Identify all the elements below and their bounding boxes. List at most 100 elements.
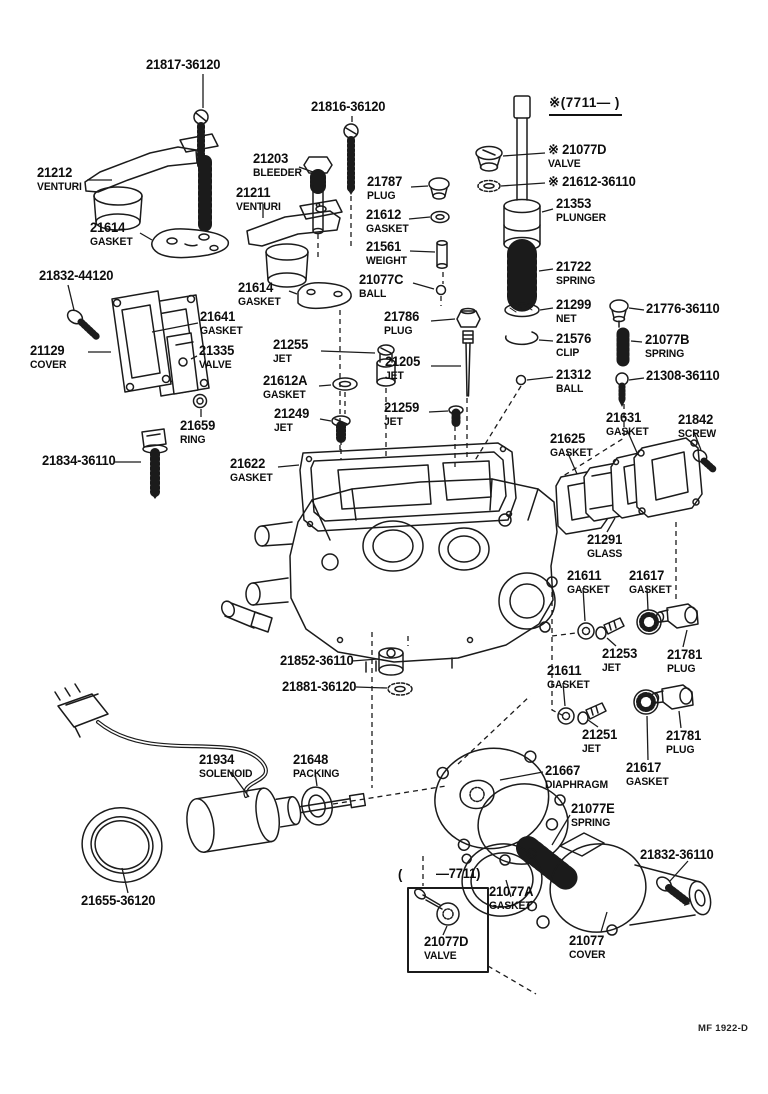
part-number: 21816-36120 [311, 99, 386, 114]
part-number: —7711) [436, 866, 481, 881]
part-description: COVER [569, 949, 606, 961]
part-description: VALVE [548, 158, 581, 170]
part-description: RING [180, 434, 206, 446]
part-number: 21625 [550, 431, 586, 446]
part-description: PLUG [384, 325, 413, 337]
part-number: 21335 [199, 343, 235, 358]
part-number: 21776-36110 [646, 301, 720, 316]
part-number: 21617 [629, 568, 665, 583]
part-label-2161236110: ※ 21612-36110 [548, 175, 636, 189]
part-number: 21852-36110 [280, 653, 354, 668]
part-number: 21077A [489, 884, 534, 899]
part-description: PLUG [367, 190, 396, 202]
part-label-7711: —7711) [436, 867, 480, 881]
part-description: GASKET [626, 776, 669, 788]
part-label-2130836110: 21308-36110 [646, 369, 720, 383]
part-description: GASKET [200, 325, 243, 337]
part-label-2185236110: 21852-36110 [280, 654, 354, 668]
part-number: 21612 [366, 207, 402, 222]
part-number: 21205 [385, 354, 421, 369]
part-number: 21612A [263, 373, 308, 388]
part-number: 21077E [571, 801, 615, 816]
part-description: COVER [30, 359, 67, 371]
part-description: VENTURI [37, 181, 82, 193]
part-number: 21934 [199, 752, 235, 767]
part-number: 21212 [37, 165, 73, 180]
part-description: SPRING [556, 275, 596, 287]
part-description: GASKET [238, 296, 281, 308]
part-description: GASKET [489, 900, 532, 912]
part-number: 21255 [273, 337, 309, 352]
part-number: 21655-36120 [81, 893, 156, 908]
part-number: ※ 21612-36110 [548, 174, 636, 189]
part-number: 21308-36110 [646, 368, 720, 383]
part-label-2183436110: 21834-36110 [42, 454, 116, 468]
part-label-2181736120: 21817-36120 [146, 58, 220, 72]
part-description: GLASS [587, 548, 623, 560]
part-description: CLIP [556, 347, 580, 359]
part-description: JET [384, 416, 403, 428]
part-number: 21077C [359, 272, 404, 287]
part-number: 21353 [556, 196, 592, 211]
part-number: 21312 [556, 367, 592, 382]
part-description: BALL [556, 383, 584, 395]
part-number: 21259 [384, 400, 420, 415]
part-description: JET [385, 370, 404, 382]
part-number: 21832-44120 [39, 268, 114, 283]
part-description: GASKET [567, 584, 610, 596]
part-number: 21249 [274, 406, 310, 421]
part-number: 21722 [556, 259, 592, 274]
part-number: 21561 [366, 239, 402, 254]
part-label-2183236110: 21832-36110 [640, 848, 714, 862]
part-number: 21648 [293, 752, 329, 767]
part-label-2181636120: 21816-36120 [311, 100, 385, 114]
part-number: 21781 [666, 728, 702, 743]
part-number: 21817-36120 [146, 57, 221, 72]
applicability-note: ※(7711— ) [549, 94, 622, 116]
part-number: 21253 [602, 646, 638, 661]
part-number: 21129 [30, 343, 65, 358]
part-description: PACKING [293, 768, 340, 780]
part-number: 21667 [545, 763, 581, 778]
part-label-2165536120: 21655-36120 [81, 894, 155, 908]
part-description: VALVE [424, 950, 457, 962]
part-number: 21077B [645, 332, 690, 347]
part-description: SPRING [571, 817, 611, 829]
part-description: SCREW [678, 428, 717, 440]
part-description: PLUG [667, 663, 696, 675]
part-description: JET [582, 743, 601, 755]
part-number: 21617 [626, 760, 662, 775]
part-description: SPRING [645, 348, 685, 360]
part-description: SOLENOID [199, 768, 253, 780]
part-description: GASKET [366, 223, 409, 235]
part-description: WEIGHT [366, 255, 407, 267]
part-description: NET [556, 313, 577, 325]
part-number: 21781 [667, 647, 703, 662]
